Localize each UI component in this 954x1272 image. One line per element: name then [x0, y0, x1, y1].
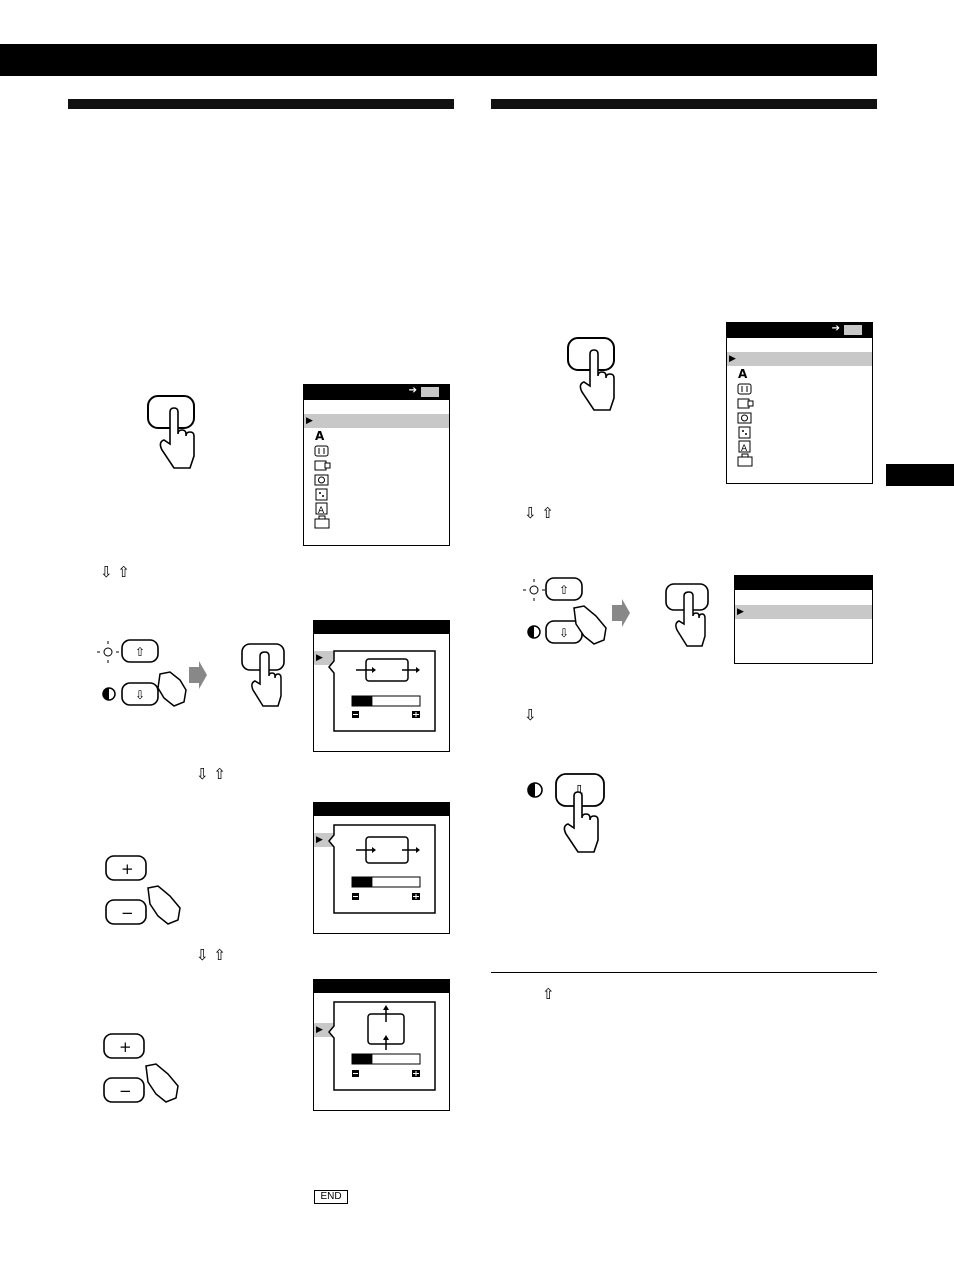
contrast-icon [102, 687, 116, 701]
top-header-bar [0, 44, 877, 76]
step-arrow-right-2: ⇩ [524, 706, 537, 724]
width-adjust-graphic [328, 650, 436, 732]
osd-adjust-panel-3: ▶ [313, 979, 450, 1111]
pointing-hand-icon [579, 349, 615, 411]
step-arrows-3: ⇩ ⇧ [196, 946, 226, 964]
width-adjust-graphic-2 [328, 824, 436, 914]
pointing-hand-icon [147, 885, 181, 925]
svg-text:⇩: ⇩ [135, 688, 145, 702]
menu-button-press-illustration [147, 395, 195, 469]
brightness-contrast-buttons-illustration: ⇧ ⇩ [97, 639, 187, 707]
svg-text:−: − [119, 1082, 132, 1100]
osd-main-menu-right: ➔ ▶ A A [726, 322, 873, 484]
plus-minus-buttons-illustration-2: + − [103, 1033, 179, 1103]
side-tab [886, 464, 954, 486]
left-section-bar [68, 99, 454, 109]
svg-text:⇧: ⇧ [135, 645, 145, 659]
brightness-contrast-buttons-illustration-right: ⇧ ⇩ [523, 577, 607, 645]
sun-icon [97, 641, 119, 663]
svg-text:+: + [119, 1038, 132, 1056]
sun-icon [523, 579, 545, 601]
pointing-hand-icon [675, 591, 706, 647]
next-arrow-icon [612, 599, 630, 627]
pointing-hand-icon [157, 671, 187, 707]
svg-text:+: + [121, 860, 134, 878]
note-up-arrow: ⇧ [542, 985, 555, 1003]
osd-submenu-right: ▶ [734, 575, 873, 664]
right-section-bar [491, 99, 877, 109]
pointing-hand-icon [159, 407, 195, 469]
contrast-button-press-illustration: ⇩ [527, 773, 605, 853]
level-bar-fill [352, 1054, 373, 1064]
osd-adjust-panel-2: ▶ [313, 802, 450, 934]
step-arrows-1: ⇩ ⇧ [100, 563, 130, 581]
plus-minus-buttons-illustration: + − [105, 855, 181, 925]
step-arrows-2: ⇩ ⇧ [196, 765, 226, 783]
svg-text:A: A [315, 429, 325, 443]
svg-text:A: A [738, 367, 748, 381]
next-arrow-icon [189, 661, 207, 689]
level-bar-fill [352, 877, 373, 887]
menu-button-press-illustration-right-2 [665, 583, 709, 647]
svg-text:⇧: ⇧ [559, 583, 569, 597]
section-divider [491, 972, 877, 973]
pointing-hand-icon [563, 791, 599, 853]
svg-text:−: − [121, 904, 134, 922]
contrast-icon [527, 782, 543, 798]
osd-main-menu: ➔ ▶ A A [303, 384, 450, 546]
osd-adjust-panel-1: ▶ [313, 620, 450, 752]
pointing-hand-icon [251, 651, 282, 707]
menu-button-press-illustration-2 [241, 643, 285, 707]
svg-text:A: A [741, 444, 748, 454]
pointing-hand-icon [145, 1063, 179, 1103]
menu-icon-list: A A [314, 429, 331, 529]
step-arrows-right-1: ⇩ ⇧ [524, 504, 554, 522]
end-key-label: END [314, 1190, 348, 1204]
menu-button-press-illustration-right [567, 337, 615, 411]
svg-text:⇩: ⇩ [559, 626, 569, 640]
height-adjust-graphic [328, 1001, 436, 1091]
svg-text:A: A [318, 506, 325, 516]
contrast-icon [527, 625, 541, 639]
menu-icon-list-right: A A [737, 367, 754, 467]
level-bar-fill [352, 696, 373, 706]
menu-highlight-row [304, 414, 449, 428]
pointing-hand-icon [573, 605, 607, 645]
